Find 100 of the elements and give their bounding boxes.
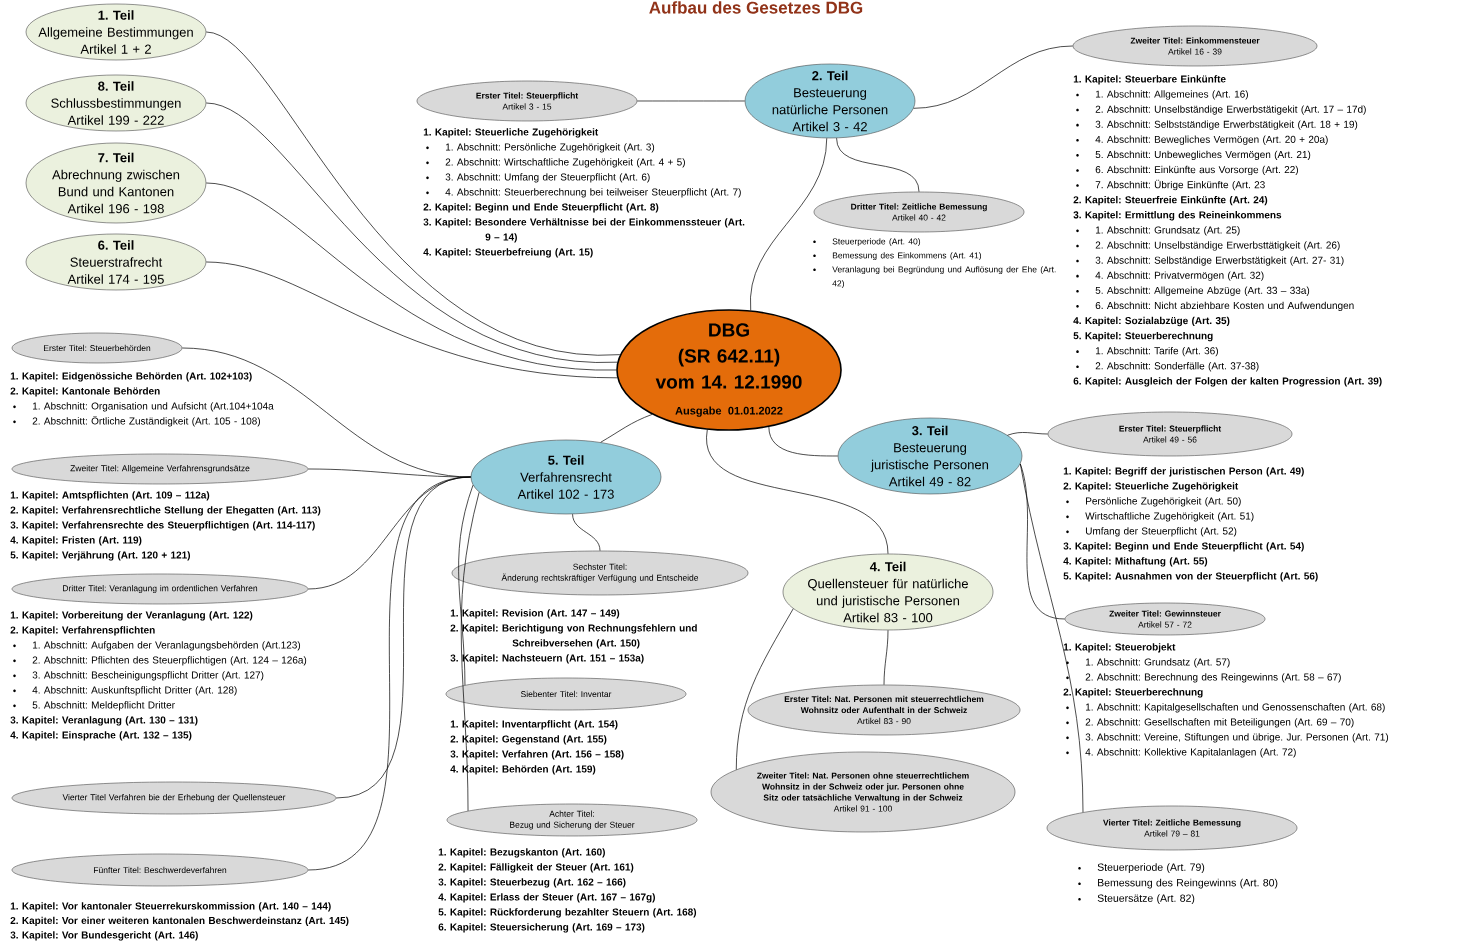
chapter-line: 1. Kapitel: Vorbereitung der Veranlagung (Art. 122)	[10, 611, 253, 621]
chapter-line: 2. Kapitel: Fälligkeit der Steuer (Art. 161)	[438, 863, 634, 873]
chapter-line: 1. Kapitel: Begriff der juristischen Person (Art. 49)	[1063, 467, 1304, 477]
bullet-item: 4. Abschnitt: Bewegliches Vermögen (Art. 20 + 20a)	[1076, 135, 1328, 145]
chapter-line: 1. Kapitel: Vor kantonaler Steuerrekurskommission (Art. 140 – 144)	[10, 902, 331, 912]
bullet-item: 1. Abschnitt: Grundsatz (Art. 57)	[1066, 658, 1230, 668]
chapter-line: 2. Kapitel: Steuerberechnung	[1063, 688, 1203, 698]
bullet-item: 4. Abschnitt: Auskunftspflicht Dritter (Art. 128)	[13, 686, 237, 696]
chapter-line: 5. Kapitel: Rückforderung bezahlter Steuern (Art. 168)	[438, 908, 697, 918]
chapter-line: 6. Kapitel: Steuersicherung (Art. 169 – 173)	[438, 923, 645, 933]
bullet-item: 2. Abschnitt: Pflichten des Steuerpflichtigen (Art. 124 – 126a)	[13, 656, 307, 666]
connector-line	[735, 608, 794, 770]
chapter-line: 4. Kapitel: Mithaftung (Art. 55)	[1063, 557, 1208, 567]
bullet-item: Umfang der Steuerpflicht (Art. 52)	[1066, 527, 1237, 537]
connector-line	[600, 414, 653, 443]
connector-line	[1019, 463, 1066, 620]
chapter-line: 1. Kapitel: Steuerliche Zugehörigkeit	[423, 128, 599, 138]
bullet-item: 3. Abschnitt: Selbstständige Erwerbstätigkeit (Art. 18 + 19)	[1076, 120, 1358, 130]
bullet-item: Bemessung des Reingewinns (Art. 80)	[1078, 878, 1278, 889]
chapter-line: 3. Kapitel: Ermittlung des Reineinkommens	[1073, 211, 1282, 221]
bullet-item: Steuersätze (Art. 82)	[1078, 894, 1195, 904]
bullet-item: Bemessung des Einkommens (Art. 41)	[813, 252, 982, 261]
chapter-line: 1. Kapitel: Eidgenössiche Behörden (Art. 102+103)	[10, 372, 252, 382]
bullet-item: 1. Abschnitt: Kapitalgesellschaften und Genossenschaften (Art. 68)	[1066, 703, 1385, 713]
bullet-item: 2. Abschnitt: Sonderfälle (Art. 37-38)	[1076, 362, 1259, 372]
bullet-item: 3. Abschnitt: Bescheinigungspflicht Dritter (Art. 127)	[13, 671, 264, 681]
chapter-line: 5. Kapitel: Verjährung (Art. 120 + 121)	[10, 551, 191, 561]
chapter-line: 3. Kapitel: Besondere Verhältnisse bei der Einkommenssteuer (Art. 9 – 14)	[423, 218, 745, 243]
chapter-line: 2. Kapitel: Verfahrenspflichten	[10, 626, 155, 636]
connector-line	[460, 491, 480, 812]
connector-line	[307, 476, 472, 871]
bullet-item: Wirtschaftliche Zugehörigkeit (Art. 51)	[1066, 512, 1254, 522]
bullet-item: 1. Abschnitt: Grundsatz (Art. 25)	[1076, 226, 1240, 236]
connector-line	[768, 426, 839, 457]
chapter-line: 1. Kapitel: Bezugskanton (Art. 160)	[438, 848, 605, 858]
connector-line	[706, 429, 889, 555]
connector-line	[1007, 432, 1049, 436]
bullet-item: 5. Abschnitt: Meldepflicht Dritter	[13, 701, 175, 711]
chapter-line: 4. Kapitel: Einsprache (Art. 132 – 135)	[10, 731, 192, 741]
chapter-line: 4. Kapitel: Steuerbefreiung (Art. 15)	[423, 248, 593, 258]
chapter-line: 3. Kapitel: Veranlagung (Art. 130 – 131)	[10, 716, 198, 726]
chapter-line: 2. Kapitel: Gegenstand (Art. 155)	[450, 735, 607, 745]
bullet-item: 3. Abschnitt: Umfang der Steuerpflicht (Art. 6)	[426, 173, 650, 183]
chapter-line: 3. Kapitel: Steuerbezug (Art. 162 – 166)	[438, 878, 626, 888]
connector-line	[1019, 463, 1084, 813]
bullet-item: 3. Abschnitt: Vereine, Stiftungen und übrige. Jur. Personen (Art. 71)	[1066, 733, 1389, 743]
chapter-line: 3. Kapitel: Verfahrensrechte des Steuerpflichtigen (Art. 114-117)	[10, 521, 315, 531]
chapter-line: 4. Kapitel: Fristen (Art. 119)	[10, 536, 142, 546]
bullet-item: 2. Abschnitt: Örtliche Zuständigkeit (Art. 105 - 108)	[13, 416, 260, 427]
bullet-item: 1. Abschnitt: Aufgaben der Veranlagungsbehörden (Art.123)	[13, 641, 301, 651]
bullet-item: 4. Abschnitt: Kollektive Kapitalanlagen (Art. 72)	[1066, 748, 1296, 758]
chapter-line: 2. Kapitel: Steuerfreie Einkünfte (Art. 24)	[1073, 196, 1268, 206]
diagram-title: Aufbau des Gesetzes DBG	[649, 1, 863, 14]
bullet-item: 4. Abschnitt: Privatvermögen (Art. 32)	[1076, 271, 1264, 281]
bullet-item: 1. Abschnitt: Organisation und Aufsicht (Art.104+104a	[13, 402, 274, 412]
chapter-line: 2. Kapitel: Kantonale Behörden	[10, 387, 160, 397]
bullet-item: 2. Abschnitt: Gesellschaften mit Beteiligungen (Art. 69 – 70)	[1066, 718, 1354, 728]
chapter-line: 2. Kapitel: Steuerliche Zugehörigkeit	[1063, 482, 1239, 492]
connector-line	[458, 484, 474, 686]
chapter-line: 1. Kapitel: Inventarpflicht (Art. 154)	[450, 720, 618, 730]
chapter-line: 2. Kapitel: Berichtigung von Rechnungsfehlern und Schreibversehen (Art. 150)	[450, 624, 697, 649]
bullet-item: 2. Abschnitt: Unselbständige Erwerbsttätigkeit (Art. 26)	[1076, 241, 1340, 251]
connector-line	[205, 31, 621, 355]
connector-line	[883, 629, 889, 686]
bullet-item: 1. Abschnitt: Persönliche Zugehörigkeit (Art. 3)	[426, 143, 655, 153]
chapter-line: 5. Kapitel: Steuerberechnung	[1073, 331, 1213, 342]
bullet-item: Steuerperiode (Art. 40)	[813, 238, 921, 247]
connector-line	[836, 137, 920, 193]
connector-line	[913, 45, 1074, 109]
bullet-item: 1. Abschnitt: Tarife (Art. 36)	[1076, 347, 1218, 357]
chapter-line: 1. Kapitel: Revision (Art. 147 – 149)	[450, 609, 620, 619]
connector-line	[205, 182, 617, 371]
connector-line	[205, 261, 618, 379]
bullet-item: 6. Abschnitt: Einkünfte aus Vorsorge (Art. 22)	[1076, 165, 1298, 176]
connector-line	[750, 137, 828, 311]
chapter-line: 3. Kapitel: Nachsteuern (Art. 151 – 153a)	[450, 654, 644, 664]
chapter-line: 3. Kapitel: Verfahren (Art. 156 – 158)	[450, 750, 624, 760]
chapter-line: 2. Kapitel: Beginn und Ende Steuerpflicht (Art. 8)	[423, 203, 659, 213]
bullet-item: 5. Abschnitt: Allgemeine Abzüge (Art. 33 – 33a)	[1076, 286, 1310, 296]
chapter-line: 6. Kapitel: Ausgleich der Folgen der kalten Progression (Art. 39)	[1073, 377, 1382, 387]
bullet-item: 2. Abschnitt: Berechnung des Reingewinns (Art. 58 – 67)	[1066, 673, 1341, 683]
bullet-item: Steuerperiode (Art. 79)	[1078, 863, 1205, 873]
chapter-line: 2. Kapitel: Vor einer weiteren kantonalen Beschwerdeinstanz (Art. 145)	[10, 916, 349, 926]
connector-line	[572, 513, 601, 552]
chapter-line: 1. Kapitel: Amtspflichten (Art. 109 – 112a)	[10, 491, 210, 501]
chapter-line: 1. Kapitel: Steuerobjekt	[1063, 643, 1176, 653]
connector-line	[205, 102, 618, 363]
chapter-line: 4. Kapitel: Sozialabzüge (Art. 35)	[1073, 316, 1230, 327]
chapter-line: 3. Kapitel: Vor Bundesgericht (Art. 146)	[10, 931, 198, 941]
bullet-item: Persönliche Zugehörigkeit (Art. 50)	[1066, 497, 1241, 507]
bullet-item: 2. Abschnitt: Unselbständige Erwerbstätigekit (Art. 17 – 17d)	[1076, 105, 1366, 115]
bullet-item: Veranlagung bei Begründung und Auflösung der Ehe (Art. 42)	[813, 266, 1056, 289]
bullet-item: 2. Abschnitt: Wirtschaftliche Zugehörigkeit (Art. 4 + 5)	[426, 158, 685, 168]
bullet-item: 4. Abschnitt: Steuerberechnung bei teilweiser Steuerpflicht (Art. 7)	[426, 188, 741, 198]
bullet-item: 7. Abschnitt: Übrige Einkünfte (Art. 23	[1076, 179, 1265, 191]
bullet-item: 1. Abschnitt: Allgemeines (Art. 16)	[1076, 90, 1248, 100]
chapter-line: 3. Kapitel: Beginn und Ende Steuerpflicht (Art. 54)	[1063, 542, 1304, 552]
chapter-line: 4. Kapitel: Behörden (Art. 159)	[450, 765, 596, 775]
chapter-line: 2. Kapitel: Verfahrensrechtliche Stellung der Ehegatten (Art. 113)	[10, 506, 321, 516]
bullet-item: 3. Abschnitt: Selbständige Erwerbstätigkeit (Art. 27- 31)	[1076, 256, 1344, 266]
